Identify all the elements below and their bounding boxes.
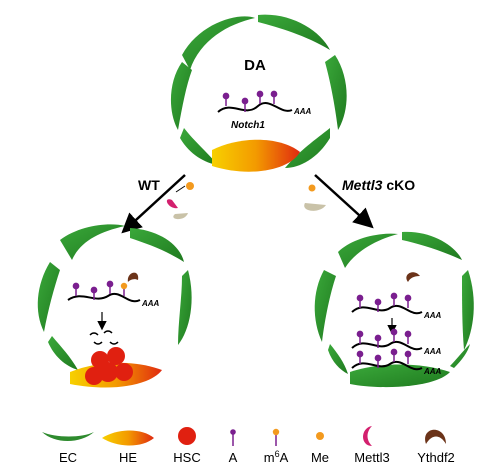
legend-item-m6a: m6A (264, 428, 289, 465)
ythdf2-icon (425, 429, 446, 444)
cko-vessel: AAA AAA AAA (314, 231, 474, 388)
notch1-gene-label: Notch1 (231, 120, 265, 131)
ec-icon (42, 432, 94, 441)
wt-hsc-cluster (85, 347, 133, 385)
hsc-icon (178, 427, 196, 445)
a-icon (230, 429, 236, 446)
svg-text:A: A (229, 450, 238, 465)
wt-branch: WT (121, 174, 194, 234)
svg-text:Ythdf2: Ythdf2 (417, 450, 455, 465)
wt-degraded-mrna (89, 330, 119, 345)
svg-text:m6A: m6A (264, 449, 289, 465)
cko-label: Mettl3 cKO (342, 177, 415, 193)
wt-mrna: AAA (67, 272, 160, 308)
svg-text:EC: EC (59, 450, 77, 465)
he-icon (102, 430, 154, 446)
legend-item-ec: EC (42, 432, 94, 465)
legend-item-a: A (229, 429, 238, 465)
mettl3-icon (363, 426, 372, 446)
top-vessel-label: DA (244, 57, 266, 74)
legend-item-me: Me (311, 432, 329, 465)
svg-text:AAA: AAA (423, 347, 442, 356)
svg-text:HSC: HSC (173, 450, 200, 465)
wt-label: WT (138, 177, 160, 193)
cko-branch: Mettl3 cKO (304, 174, 415, 229)
svg-text:AAA: AAA (423, 367, 442, 376)
legend: EC HE HSC A m6A Me (42, 426, 455, 465)
legend-item-hsc: HSC (173, 427, 201, 465)
svg-text:Mettl3: Mettl3 (354, 450, 389, 465)
cko-mrna-3: AAA (351, 348, 442, 376)
top-endothelial-cells (170, 14, 347, 168)
cko-mrna-1: AAA (351, 292, 442, 320)
svg-text:AAA: AAA (293, 107, 312, 116)
legend-item-ythdf2: Ythdf2 (417, 429, 455, 465)
me-icon (316, 432, 324, 440)
cko-endothelial-cells (314, 231, 474, 388)
legend-item-he: HE (102, 430, 154, 465)
svg-text:HE: HE (119, 450, 137, 465)
m6a-icon (272, 428, 280, 446)
wt-endothelial-cells (37, 224, 192, 370)
top-vessel: DA AAA Notch1 (170, 14, 347, 172)
svg-text:Me: Me (311, 450, 329, 465)
top-hemogenic-endothelium (212, 139, 300, 172)
svg-text:AAA: AAA (423, 311, 442, 320)
cko-mrna-2: AAA (351, 328, 442, 356)
cko-ythdf2 (406, 272, 420, 282)
top-mrna: AAA (217, 90, 312, 116)
wt-vessel: AAA (37, 224, 192, 388)
legend-item-mettl3: Mettl3 (354, 426, 390, 465)
svg-text:AAA: AAA (141, 299, 160, 308)
